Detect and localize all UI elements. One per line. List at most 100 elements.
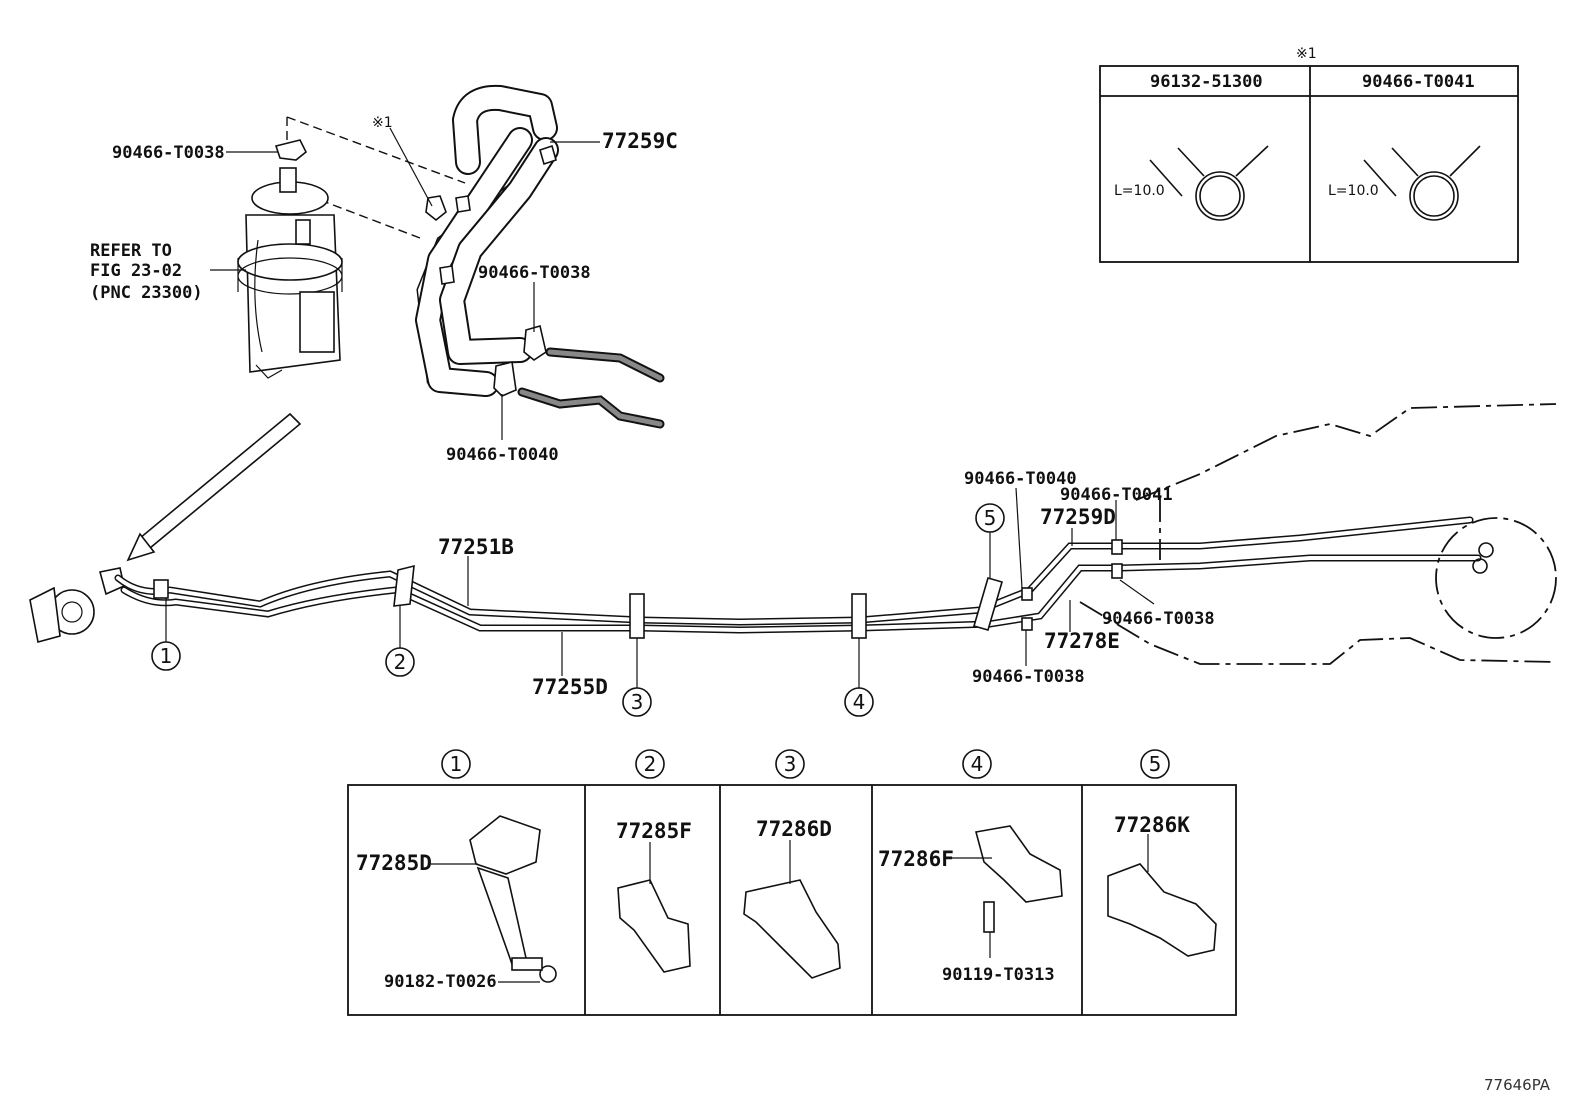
steel-tube-lower-inner bbox=[519, 389, 663, 427]
detail-77285f-label: 77285F bbox=[616, 819, 692, 843]
note-table-frame bbox=[1099, 65, 1519, 263]
fuel-pump-assembly bbox=[237, 116, 466, 379]
clip-top-label: 90466-T0038 bbox=[112, 143, 225, 163]
detail-header-5-circle bbox=[1140, 749, 1170, 779]
tank-port-1 bbox=[1478, 542, 1494, 558]
tube-b-label: 77251B bbox=[438, 535, 514, 559]
detail-77286k-label: 77286K bbox=[1114, 813, 1190, 837]
hose-clip-mid bbox=[523, 324, 547, 361]
tube-b-inner bbox=[116, 518, 1472, 625]
clamp-dim-2 bbox=[1363, 159, 1397, 197]
detail-table-frame bbox=[347, 784, 1237, 1016]
detail-table: 1 2 3 4 5 77285D 90182-T0026 77285F 7728… bbox=[347, 749, 1237, 1016]
detail-header-4-circle bbox=[962, 749, 992, 779]
note-table-header: ※1 bbox=[1296, 46, 1317, 62]
arrow-head bbox=[126, 532, 156, 562]
detail-header-3-circle bbox=[775, 749, 805, 779]
refer-line-1: REFER TO bbox=[90, 241, 172, 261]
pump-connector bbox=[299, 291, 335, 353]
detail-header-4: 4 bbox=[971, 752, 984, 776]
pump-wire bbox=[254, 239, 263, 353]
clamp-pos5 bbox=[973, 577, 1003, 631]
position-markers: 1 2 3 4 5 bbox=[151, 503, 1005, 717]
marker-4 bbox=[844, 687, 874, 717]
note-col2-part: 90466-T0041 bbox=[1362, 72, 1475, 92]
marker-2-text: 2 bbox=[394, 650, 407, 674]
clamp-dim-1 bbox=[1149, 159, 1183, 197]
note-mark-top-label: ※1 bbox=[372, 115, 393, 131]
detail-header-2-circle bbox=[635, 749, 665, 779]
detail-77286d-label: 77286D bbox=[756, 817, 832, 841]
fuel-tank-outline bbox=[1079, 403, 1557, 665]
bracket-77285d-arm bbox=[476, 866, 527, 966]
front-connector-bracket bbox=[29, 586, 61, 643]
steel-tube-upper-inner bbox=[547, 349, 663, 381]
clamp-pos1 bbox=[153, 579, 169, 599]
main-fuel-lines bbox=[29, 516, 1482, 643]
marker-1 bbox=[151, 641, 181, 671]
hose-front-inner bbox=[417, 129, 531, 395]
tube-b-outer bbox=[114, 516, 1474, 626]
front-connector-inner bbox=[61, 601, 83, 623]
clamp-77285f-shape bbox=[617, 879, 691, 973]
clamp-pos2 bbox=[393, 564, 415, 607]
note-col1-dimension: L=10.0 bbox=[1114, 183, 1165, 199]
refer-line-2: FIG 23-02 bbox=[90, 261, 182, 281]
detail-header-1-circle bbox=[441, 749, 471, 779]
tank-bottom-edge bbox=[1079, 601, 1557, 665]
marker-3-text: 3 bbox=[631, 690, 644, 714]
detail-90182-label: 90182-T0026 bbox=[384, 972, 497, 992]
marker-2 bbox=[385, 647, 415, 677]
bolt-90182-shaft bbox=[511, 957, 543, 971]
detail-77285d-label: 77285D bbox=[356, 851, 432, 875]
marker-3 bbox=[622, 687, 652, 717]
rear-clip-t0038-bottom bbox=[1021, 617, 1033, 631]
pump-base bbox=[255, 364, 283, 379]
marker-1-text: 1 bbox=[160, 644, 173, 668]
marker-5 bbox=[975, 503, 1005, 533]
hose-d-label: 77259D bbox=[1040, 505, 1116, 529]
hose-clip-2 bbox=[455, 195, 471, 213]
hose-clip-top bbox=[539, 144, 557, 166]
clamp-legs-2 bbox=[1391, 145, 1481, 177]
clamp-ring-1-inner bbox=[1199, 175, 1241, 217]
tank-sender-ring bbox=[1435, 517, 1557, 639]
rear-clip-t0038-right-label: 90466-T0038 bbox=[1102, 609, 1215, 629]
pump-ring bbox=[237, 243, 343, 281]
detail-header-1: 1 bbox=[450, 752, 463, 776]
detail-header-3: 3 bbox=[784, 752, 797, 776]
rear-clip-t0041-label: 90466-T0041 bbox=[1060, 485, 1173, 505]
rear-clip-t0041 bbox=[1111, 539, 1123, 555]
hose-loop-inner bbox=[454, 86, 556, 173]
leader-note-mark bbox=[389, 127, 433, 207]
detail-77286f-label: 77286F bbox=[878, 847, 954, 871]
leader-rear-t0040 bbox=[1015, 487, 1023, 589]
clamp-pos4 bbox=[851, 593, 867, 639]
clip-low-label: 90466-T0040 bbox=[446, 445, 559, 465]
clamp-ring-1 bbox=[1195, 171, 1245, 221]
rear-clip-t0040-label: 90466-T0040 bbox=[964, 469, 1077, 489]
clamp-77286k-shape bbox=[1107, 863, 1217, 957]
detail-header-2: 2 bbox=[644, 752, 657, 776]
arrow-shaft bbox=[138, 412, 302, 550]
marker-4-text: 4 bbox=[853, 690, 866, 714]
rear-clip-t0040 bbox=[1021, 587, 1033, 601]
note-col1-part: 96132-51300 bbox=[1150, 72, 1263, 92]
bracket-77285d-head bbox=[469, 815, 541, 875]
bolt-90119-shape bbox=[983, 901, 995, 933]
direction-arrow bbox=[126, 412, 302, 562]
guide-line-bottom bbox=[319, 199, 421, 239]
tank-port-2 bbox=[1472, 558, 1488, 574]
clamp-ring-2 bbox=[1409, 171, 1459, 221]
note-table: ※1 96132-51300 90466-T0041 L=10.0 L=10.0 bbox=[1099, 46, 1519, 263]
detail-90119-label: 90119-T0313 bbox=[942, 965, 1055, 985]
top-clip-shape bbox=[274, 139, 308, 161]
hose-clip-side bbox=[439, 265, 455, 285]
hose-clip-low bbox=[493, 361, 517, 397]
hose-clip-note1 bbox=[425, 195, 447, 222]
figure-id: 77646PA bbox=[1484, 1076, 1551, 1094]
detail-header-5: 5 bbox=[1149, 752, 1162, 776]
hose-back-inner bbox=[441, 139, 557, 363]
